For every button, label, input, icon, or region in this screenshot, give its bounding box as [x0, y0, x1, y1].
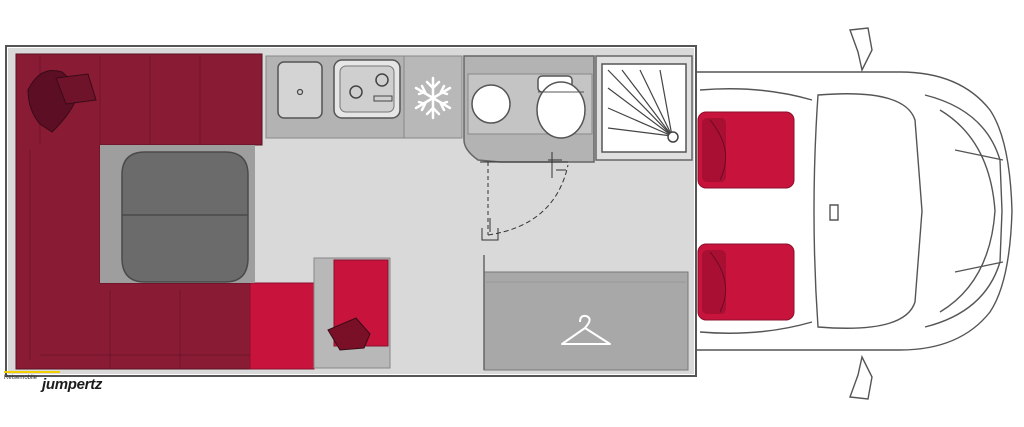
- jumpertz-logo: Reisemobile jumpertz: [4, 372, 144, 398]
- hob-icon: [333, 59, 401, 119]
- passenger-seat: [697, 243, 795, 321]
- driver-seat: [697, 111, 795, 189]
- side-bench: [249, 282, 315, 370]
- dinette-table: [121, 151, 249, 283]
- snowflake-icon: [414, 76, 452, 120]
- wardrobe: [483, 271, 689, 371]
- logo-wordmark: jumpertz: [42, 376, 103, 393]
- pillow: [55, 73, 97, 105]
- shower-tray-icon: [595, 55, 693, 161]
- toilet-icon: [536, 75, 586, 139]
- clothes-hanger-icon: [561, 314, 611, 345]
- door-swing-icon: [480, 152, 569, 241]
- pillow: [327, 317, 371, 351]
- washbasin: [471, 84, 511, 124]
- driver-cab: [696, 27, 1013, 400]
- cushion-seams: [29, 56, 250, 369]
- logo-subtext: Reisemobile: [4, 375, 38, 381]
- sink-icon: [277, 61, 323, 119]
